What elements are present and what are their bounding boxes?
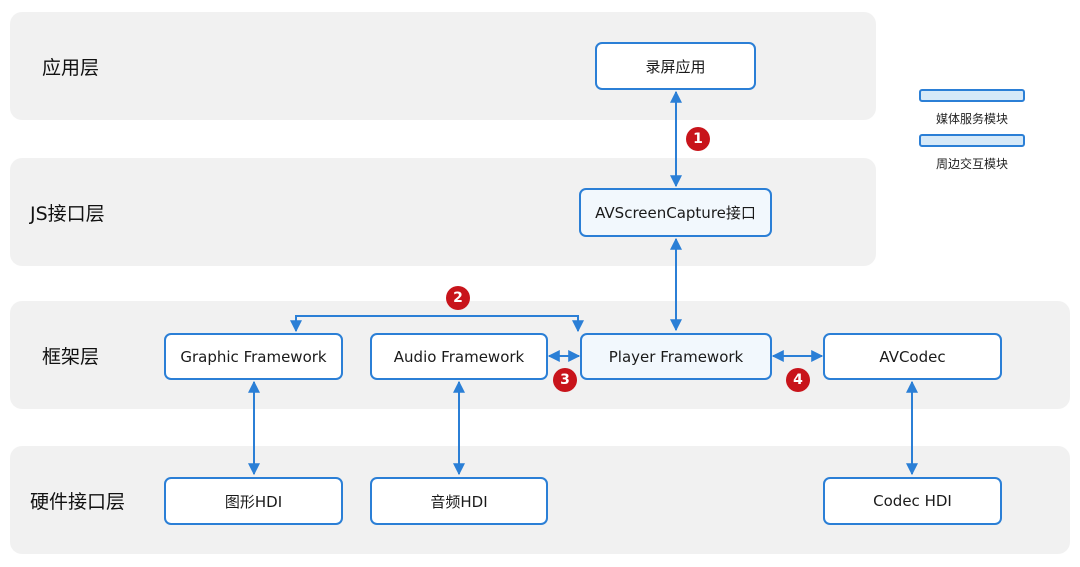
screen-record-app-box: 录屏应用 (595, 42, 756, 90)
avcodec-box: AVCodec (823, 333, 1002, 380)
player-framework-box: Player Framework (580, 333, 772, 380)
graphic-hdi-box: 图形HDI (164, 477, 343, 525)
js-layer-label: JS接口层 (30, 203, 105, 225)
audio-hdi-box: 音频HDI (370, 477, 548, 525)
app-layer-label: 应用层 (42, 57, 100, 79)
legend-media-swatch (919, 89, 1025, 102)
legend-media-label: 媒体服务模块 (935, 112, 1008, 126)
hdi-layer-label: 硬件接口层 (30, 491, 126, 513)
step-badge-4: 4 (786, 368, 810, 392)
step-badge-3: 3 (553, 368, 577, 392)
step-badge-1: 1 (686, 127, 710, 151)
arrow-graphic-player (290, 315, 584, 333)
audio-framework-box: Audio Framework (370, 333, 548, 380)
graphic-framework-box: Graphic Framework (164, 333, 343, 380)
legend-periph-swatch (919, 134, 1025, 147)
avscreencapture-box: AVScreenCapture接口 (579, 188, 772, 237)
legend-periph-label: 周边交互模块 (935, 157, 1008, 171)
step-badge-2: 2 (446, 286, 470, 310)
framework-layer-label: 框架层 (42, 346, 100, 368)
codec-hdi-box: Codec HDI (823, 477, 1002, 525)
